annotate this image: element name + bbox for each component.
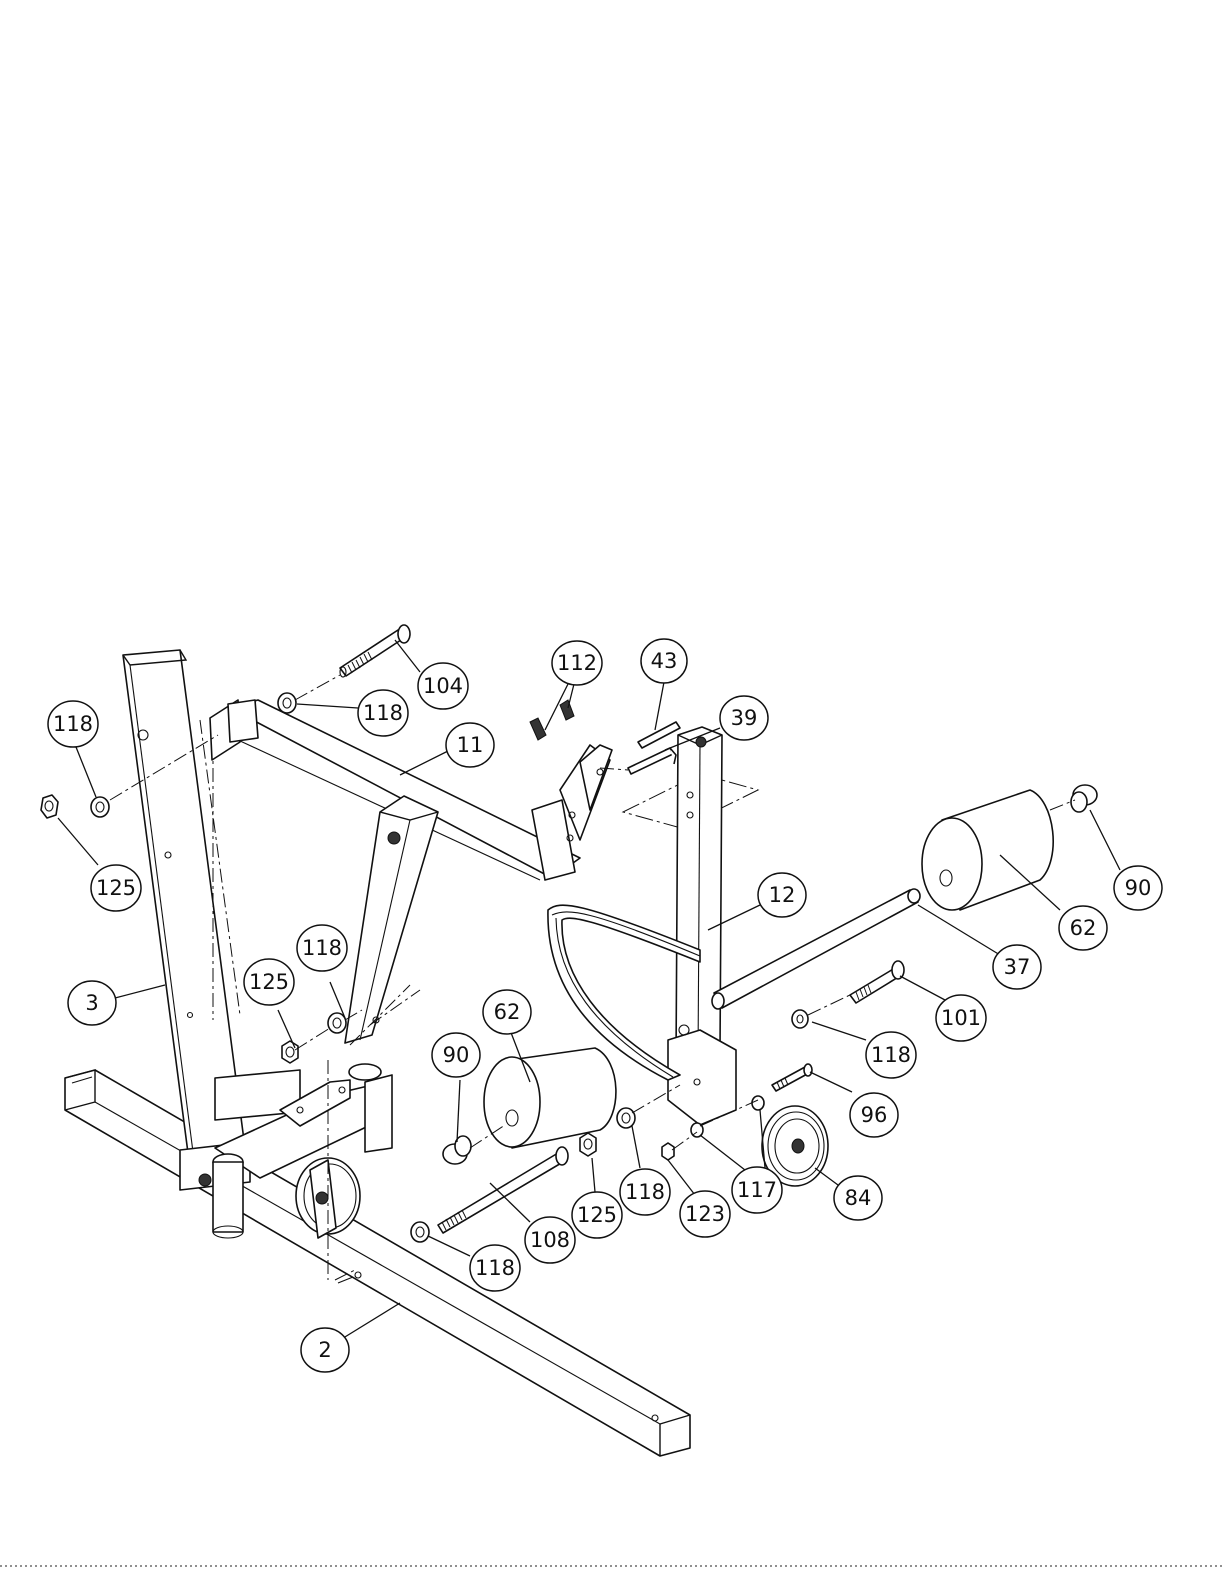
svg-text:62: 62 xyxy=(1070,916,1097,940)
svg-text:84: 84 xyxy=(845,1186,872,1210)
callout-112: 112 xyxy=(552,641,602,685)
svg-text:11: 11 xyxy=(457,733,484,757)
callout-90-right: 90 xyxy=(1114,866,1162,910)
callout-104: 104 xyxy=(418,663,468,709)
callout-39: 39 xyxy=(720,696,768,740)
bolt-part-101 xyxy=(850,961,904,1003)
end-cap-part-90-right xyxy=(1071,785,1097,812)
callout-125-center: 125 xyxy=(572,1192,622,1238)
callout-43: 43 xyxy=(641,639,687,683)
callout-12: 12 xyxy=(758,873,806,917)
nut-125-center xyxy=(580,1133,596,1156)
pin-part-39 xyxy=(628,748,676,774)
svg-text:108: 108 xyxy=(530,1228,570,1252)
washer-118-left xyxy=(91,797,109,817)
callout-2: 2 xyxy=(301,1328,349,1372)
washer-118-right xyxy=(792,1010,808,1028)
callout-118-top: 118 xyxy=(358,690,408,736)
svg-text:125: 125 xyxy=(577,1203,617,1227)
svg-text:104: 104 xyxy=(423,674,463,698)
svg-text:118: 118 xyxy=(53,712,93,736)
svg-text:90: 90 xyxy=(1125,876,1152,900)
callout-96: 96 xyxy=(850,1093,898,1137)
callout-118-bottom: 118 xyxy=(470,1245,520,1291)
callout-101: 101 xyxy=(936,995,986,1041)
svg-text:125: 125 xyxy=(249,970,289,994)
svg-text:118: 118 xyxy=(625,1180,665,1204)
svg-text:39: 39 xyxy=(731,706,758,730)
callout-125-mid: 125 xyxy=(244,959,294,1005)
nut-125-left xyxy=(41,795,58,818)
diagonal-support-tube xyxy=(345,796,438,1045)
svg-text:118: 118 xyxy=(363,701,403,725)
set-screws-part-112 xyxy=(530,700,574,740)
washer-118-bottom xyxy=(411,1222,429,1242)
washer-117-right xyxy=(752,1096,764,1110)
callout-11: 11 xyxy=(446,723,494,767)
washer-118-mid xyxy=(328,1013,346,1033)
right-post-part-12 xyxy=(668,727,736,1125)
callout-125-left: 125 xyxy=(91,865,141,911)
callout-90-left: 90 xyxy=(432,1033,480,1077)
washer-118-center xyxy=(617,1108,635,1128)
rod-part-37 xyxy=(712,889,920,1009)
svg-text:12: 12 xyxy=(769,883,796,907)
svg-text:96: 96 xyxy=(861,1103,888,1127)
svg-text:62: 62 xyxy=(494,1000,521,1024)
svg-text:125: 125 xyxy=(96,876,136,900)
roller-part-62-right xyxy=(922,790,1053,910)
nut-125-mid xyxy=(282,1041,298,1063)
callout-62-left: 62 xyxy=(483,990,531,1034)
pin-part-43 xyxy=(638,722,680,748)
callout-118-center: 118 xyxy=(620,1169,670,1215)
svg-text:43: 43 xyxy=(651,649,678,673)
bolt-part-96 xyxy=(772,1064,812,1091)
washer-118-top xyxy=(278,693,296,713)
callout-123: 123 xyxy=(680,1191,730,1237)
svg-text:101: 101 xyxy=(941,1006,981,1030)
svg-text:123: 123 xyxy=(685,1202,725,1226)
callout-118-left: 118 xyxy=(48,701,98,747)
svg-text:90: 90 xyxy=(443,1043,470,1067)
svg-text:118: 118 xyxy=(302,936,342,960)
svg-text:118: 118 xyxy=(871,1043,911,1067)
callout-62-right: 62 xyxy=(1059,906,1107,950)
roller-part-62-left xyxy=(484,1048,616,1148)
svg-text:117: 117 xyxy=(737,1178,777,1202)
nut-123 xyxy=(662,1143,674,1160)
callout-117: 117 xyxy=(732,1167,782,1213)
callout-84: 84 xyxy=(834,1176,882,1220)
callout-118-right: 118 xyxy=(866,1032,916,1078)
svg-text:3: 3 xyxy=(85,991,98,1015)
callout-118-mid: 118 xyxy=(297,925,347,971)
svg-text:2: 2 xyxy=(318,1338,331,1362)
callout-37: 37 xyxy=(993,945,1041,989)
svg-text:118: 118 xyxy=(475,1256,515,1280)
svg-text:37: 37 xyxy=(1004,955,1031,979)
svg-text:112: 112 xyxy=(557,651,597,675)
bolt-part-104 xyxy=(340,625,410,677)
callout-108: 108 xyxy=(525,1217,575,1263)
callout-3: 3 xyxy=(68,981,116,1025)
